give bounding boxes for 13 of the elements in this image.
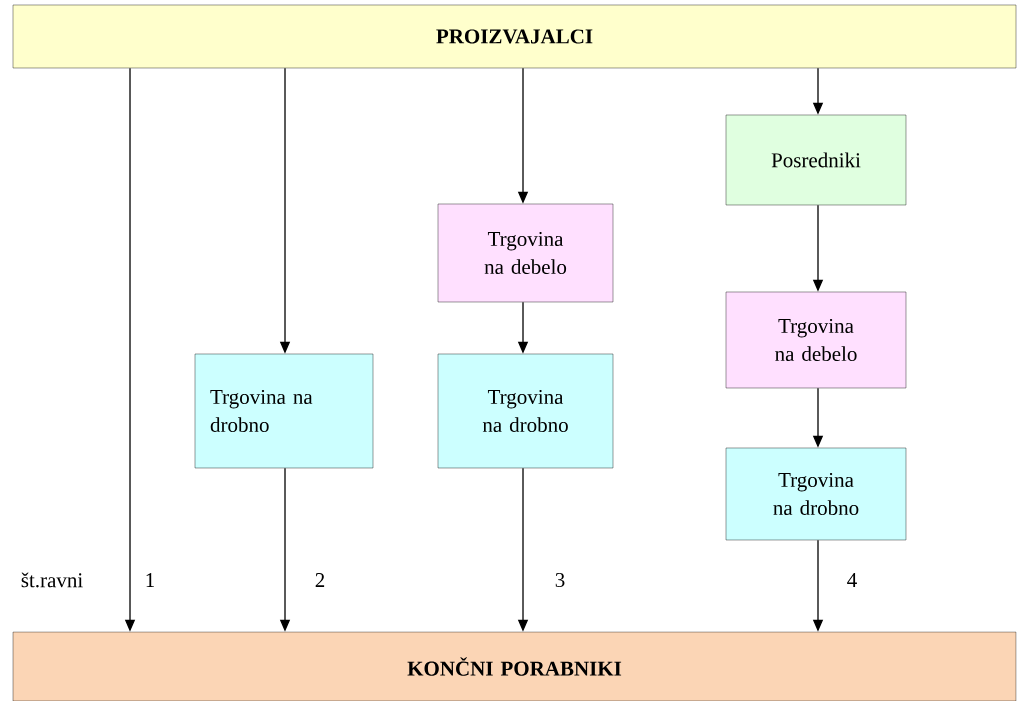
process-box: Trgovina na drobno xyxy=(194,353,374,469)
consumers-band: KONČNI PORABNIKI xyxy=(12,631,1017,701)
process-box: Posredniki xyxy=(725,114,907,206)
level-number: 2 xyxy=(315,573,325,587)
process-box: Trgovina na drobno xyxy=(725,447,907,541)
producers-band: PROIZVAJALCI xyxy=(12,4,1017,69)
axis-label: št.ravni xyxy=(21,572,83,588)
level-number: 4 xyxy=(847,573,857,587)
level-number: 1 xyxy=(146,573,154,587)
level-number: 3 xyxy=(555,572,565,588)
process-box: Trgovina na drobno xyxy=(437,353,614,469)
process-box: Trgovina na debelo xyxy=(725,291,907,389)
process-box: Trgovina na debelo xyxy=(437,203,614,303)
